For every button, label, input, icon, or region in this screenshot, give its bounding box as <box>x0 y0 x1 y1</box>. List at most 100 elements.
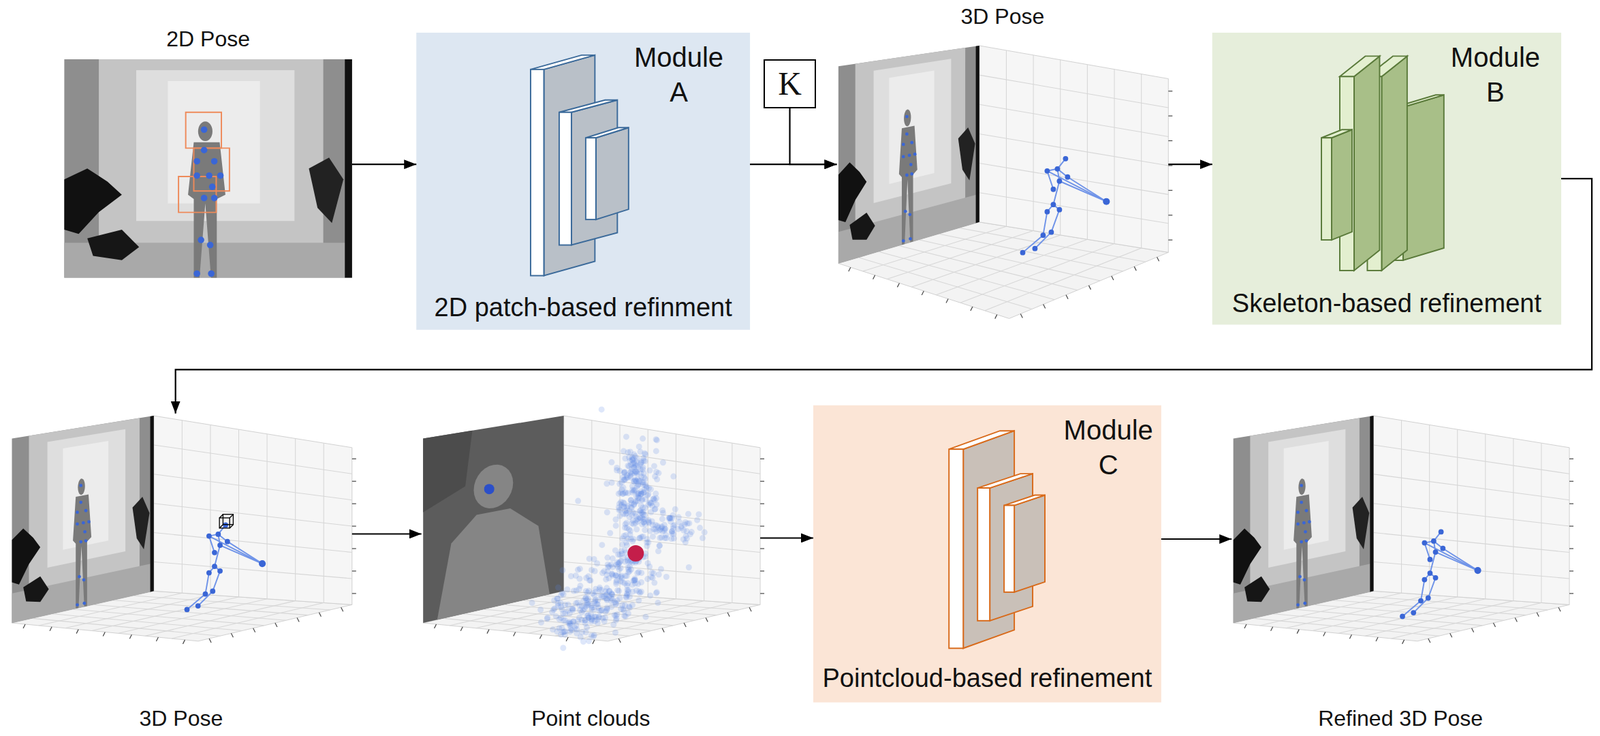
grid-line <box>959 228 1146 263</box>
skeleton-joint <box>1048 229 1055 235</box>
skeleton-bone <box>1059 181 1107 202</box>
cloud-point <box>683 535 690 542</box>
skeleton-joint <box>222 522 229 528</box>
depth-shadow <box>849 212 875 240</box>
axis-tick <box>487 629 490 634</box>
grid-line <box>979 163 1169 195</box>
plot-3d <box>11 415 356 644</box>
cloud-point <box>630 478 637 485</box>
joint-dot <box>909 162 913 167</box>
axis-tick <box>1514 617 1517 622</box>
cloud-point <box>638 588 645 595</box>
depth-shadow <box>150 415 154 592</box>
cloud-point <box>696 524 703 531</box>
axis-tick <box>760 458 765 460</box>
cloud-point <box>642 481 649 488</box>
joint-dot <box>205 172 213 180</box>
skeleton-joint <box>1020 249 1026 256</box>
cloud-point <box>644 491 651 498</box>
joint-dot <box>1303 578 1307 582</box>
cloud-point <box>629 601 636 608</box>
grid-line <box>443 617 631 636</box>
axis-tick <box>352 525 357 526</box>
cloud-point <box>613 610 620 618</box>
plot-panel: 3D Pose <box>10 413 353 641</box>
grid-line <box>878 251 1055 300</box>
cloud-point <box>574 617 582 624</box>
layer-side <box>977 487 990 621</box>
cloud-point <box>655 571 663 578</box>
plot-wall <box>1373 415 1570 605</box>
cloud-point <box>578 608 586 616</box>
module-caption: Pointcloud-based refinement <box>822 662 1153 695</box>
joint-dot <box>79 500 83 505</box>
cloud-point <box>656 542 663 549</box>
joint-dot <box>211 158 218 165</box>
axis-tick <box>352 503 357 505</box>
skeleton-joint <box>1421 540 1427 546</box>
joint-dot <box>75 522 80 526</box>
skeleton-bone <box>1429 551 1436 573</box>
skeleton-bone <box>220 544 263 564</box>
axis-tick <box>129 634 132 639</box>
cloud-point <box>603 480 610 487</box>
joint-dot <box>87 519 91 524</box>
cloud-point <box>559 606 566 613</box>
layer-top <box>977 473 1033 488</box>
skeleton-bone <box>1051 209 1060 233</box>
cloud-point <box>592 585 599 592</box>
skeleton-joint <box>1102 198 1110 206</box>
cube-edge <box>222 514 233 525</box>
skeleton-joint <box>1054 166 1060 172</box>
axis-tick <box>970 306 973 311</box>
cloud-point <box>668 529 676 537</box>
cloud-point <box>593 616 601 623</box>
cloud-point <box>623 582 631 589</box>
axis-tick <box>1569 503 1574 505</box>
cloud-point <box>670 473 677 480</box>
cloud-point <box>616 500 623 507</box>
depth-shadow <box>958 127 976 181</box>
person-silhouette <box>474 464 514 509</box>
cloud-point <box>617 512 624 520</box>
depth-image <box>1233 415 1374 623</box>
cloud-point <box>636 507 643 514</box>
cloud-point <box>695 510 702 517</box>
axis-tick <box>49 626 52 631</box>
axis-tick <box>1558 606 1561 611</box>
joint-dot <box>1303 529 1308 534</box>
axis-tick <box>640 632 643 637</box>
cube-edge <box>219 524 223 528</box>
skeleton-bone <box>1424 542 1478 571</box>
cloud-point <box>588 566 595 573</box>
axis-tick <box>662 628 665 633</box>
grid-line <box>153 474 353 500</box>
cloud-point <box>565 601 572 608</box>
cloud-point <box>655 547 662 554</box>
cloud-point <box>608 459 615 466</box>
flow-arrow <box>175 178 1592 414</box>
cloud-point <box>639 435 646 442</box>
cloud-point <box>537 606 544 613</box>
layer-side <box>559 112 572 246</box>
axis-tick <box>1244 623 1247 629</box>
module-label: Module B <box>1450 40 1541 110</box>
axis-tick <box>760 592 765 594</box>
joint-dot <box>75 510 80 514</box>
cloud-point <box>626 593 633 600</box>
skeleton-joint <box>1056 178 1062 184</box>
skeleton-bone <box>1046 170 1107 202</box>
cloud-point <box>644 536 651 543</box>
cloud-point <box>559 644 567 651</box>
depth-shadow <box>976 45 980 223</box>
joint-dot <box>207 270 215 278</box>
cloud-point <box>622 613 629 620</box>
plot-wall <box>979 45 1169 253</box>
skeleton-joint <box>1399 613 1406 620</box>
cloud-point <box>601 617 608 624</box>
flow-arrow <box>760 536 814 539</box>
joint-dot <box>910 172 914 176</box>
cloud-point <box>632 467 639 475</box>
cube-edge <box>219 517 230 528</box>
cloud-point <box>615 587 622 594</box>
